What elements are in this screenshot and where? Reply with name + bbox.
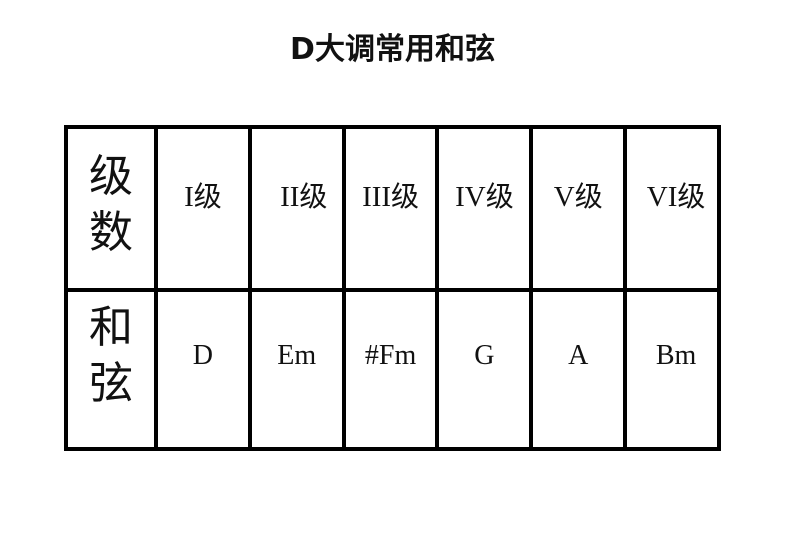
chord-cell: Em [247, 288, 346, 451]
page-title: D大调常用和弦 [290, 32, 495, 67]
degree-cell: I级 [154, 125, 252, 292]
row-header-char: 和 [89, 302, 133, 353]
chord-name: G [474, 340, 495, 371]
chord-cell: A [529, 288, 628, 451]
degree-numeral: IV [455, 181, 486, 213]
degree-numeral: V [553, 181, 575, 213]
chord-name: Bm [655, 340, 697, 371]
chord-cell: Bm [623, 288, 721, 451]
degree-row: 级 数 I级 II级 III级 IV级 V级 VI级 [64, 125, 721, 292]
degree-suffix: 级 [299, 180, 328, 213]
chord-table: 级 数 I级 II级 III级 IV级 V级 VI级 和 弦 D Em #Fm … [64, 125, 721, 451]
degree-suffix: 级 [574, 180, 603, 213]
row-header-char: 数 [89, 207, 133, 258]
degree-suffix: 级 [677, 180, 706, 213]
degree-suffix: 级 [391, 180, 420, 213]
chord-cell: #Fm [341, 288, 440, 451]
degree-numeral: VI [646, 181, 678, 213]
row-header-chord: 和 弦 [64, 288, 158, 451]
chord-cell: D [154, 288, 252, 451]
row-header-char: 弦 [89, 358, 133, 409]
chord-name: #Fm [364, 340, 417, 371]
degree-numeral: I [184, 181, 194, 213]
degree-numeral: II [280, 181, 300, 213]
degree-numeral: III [362, 181, 392, 213]
degree-cell: III级 [341, 125, 440, 292]
chord-row: 和 弦 D Em #Fm G A Bm [64, 288, 721, 451]
chord-name: D [192, 340, 214, 371]
degree-cell: II级 [247, 125, 346, 292]
degree-suffix: 级 [193, 180, 222, 213]
row-header-char: 级 [89, 151, 133, 202]
degree-cell: IV级 [435, 125, 534, 292]
degree-cell: VI级 [623, 125, 721, 292]
chord-cell: G [435, 288, 534, 451]
chord-name: A [568, 340, 589, 371]
chord-name: Em [277, 340, 317, 371]
degree-cell: V级 [529, 125, 628, 292]
row-header-degree: 级 数 [64, 125, 158, 292]
degree-suffix: 级 [485, 180, 514, 213]
